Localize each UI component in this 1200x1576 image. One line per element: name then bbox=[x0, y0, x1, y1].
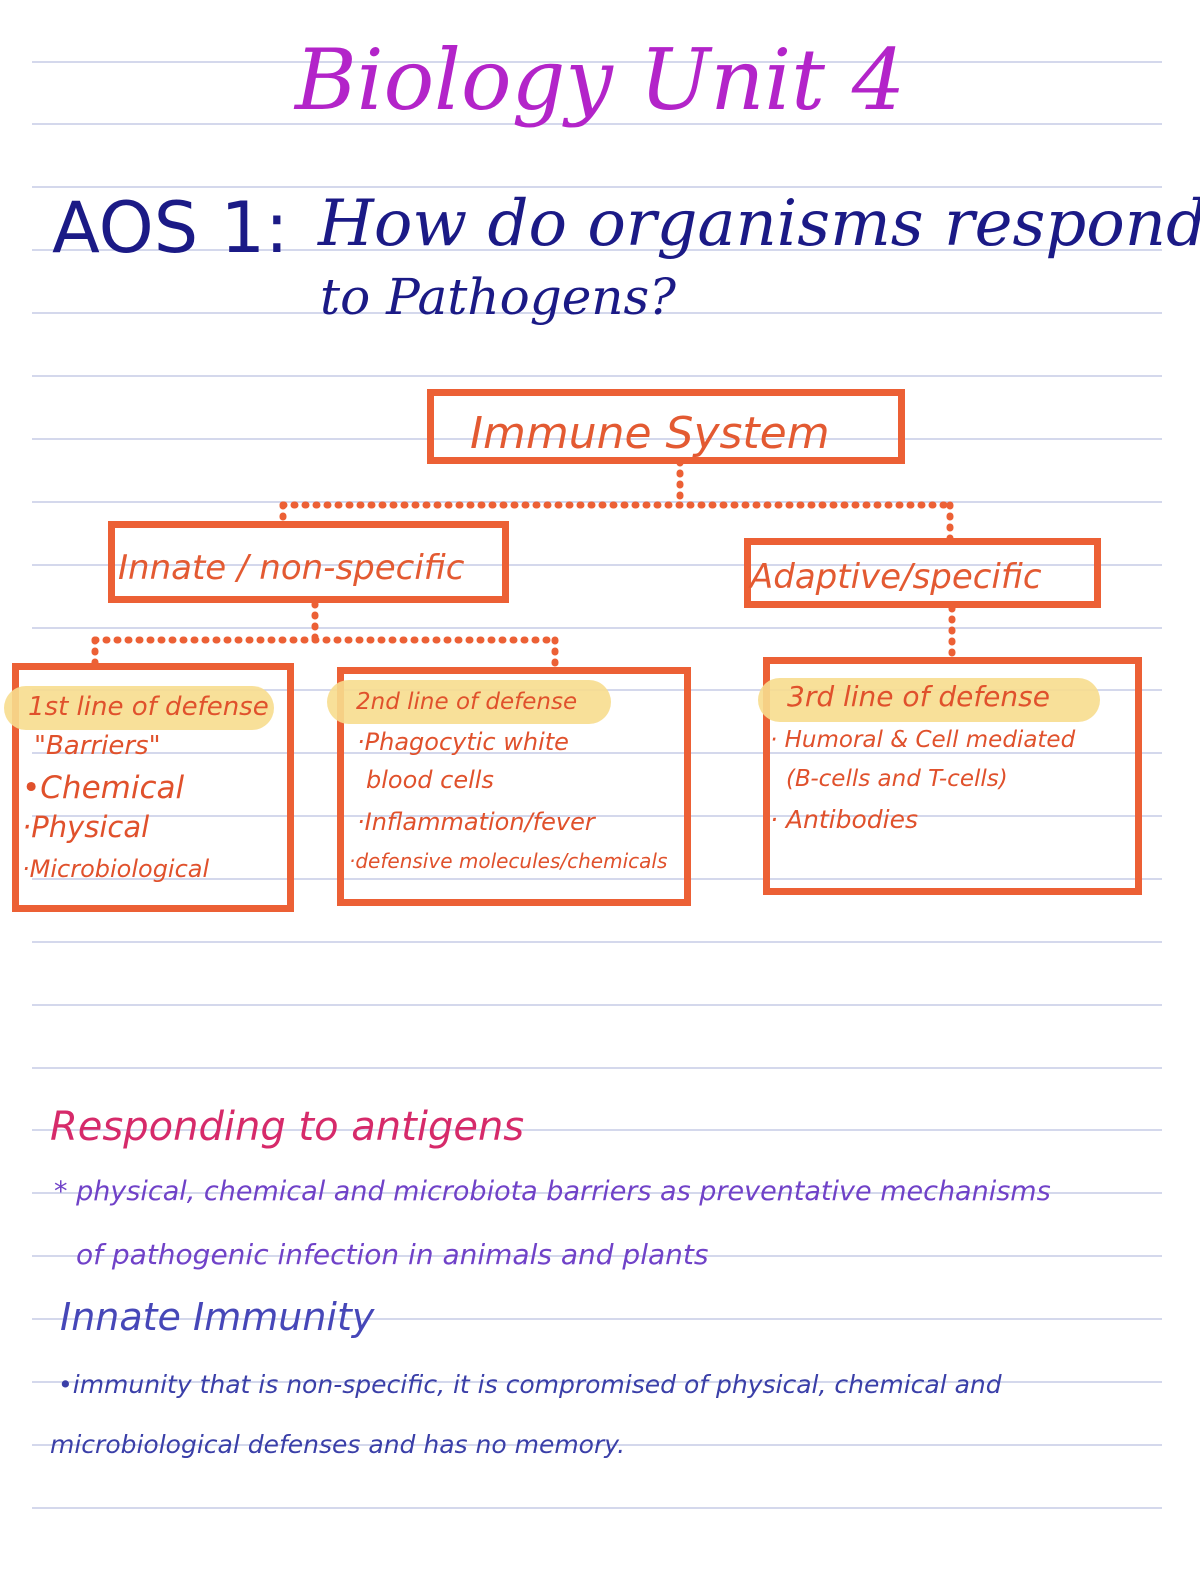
immune-system-box bbox=[427, 389, 905, 464]
second-line-box bbox=[337, 667, 691, 906]
innate-label: Innate / non-specific bbox=[118, 548, 465, 588]
first-line-item: •Chemical bbox=[22, 770, 185, 806]
section-heading-innate-immunity: Innate Immunity bbox=[60, 1295, 375, 1339]
first-line-item: "Barriers" bbox=[34, 731, 161, 761]
innate-box bbox=[108, 521, 509, 603]
note-line: •immunity that is non-specific, it is co… bbox=[58, 1370, 1002, 1399]
adaptive-box bbox=[744, 538, 1101, 608]
immune-system-label: Immune System bbox=[470, 408, 830, 459]
second-line-item: blood cells bbox=[366, 766, 494, 794]
aos-question-line2: to Pathogens? bbox=[320, 268, 676, 326]
first-line-highlight bbox=[4, 686, 274, 730]
third-line-box bbox=[763, 657, 1142, 895]
page-title: Biology Unit 4 bbox=[295, 31, 906, 129]
note-line: microbiological defenses and has no memo… bbox=[50, 1430, 626, 1459]
adaptive-label: Adaptive/specific bbox=[750, 557, 1042, 597]
first-line-heading: 1st line of defense bbox=[28, 692, 269, 722]
section-heading-responding: Responding to antigens bbox=[50, 1104, 525, 1150]
aos-question-line1: How do organisms respond bbox=[318, 187, 1200, 261]
aos-label: AOS 1: bbox=[52, 187, 289, 269]
second-line-item: ·Inflammation/fever bbox=[357, 808, 595, 836]
second-line-item: ·defensive molecules/chemicals bbox=[349, 849, 668, 873]
second-line-item: ·Phagocytic white bbox=[357, 728, 569, 756]
first-line-box bbox=[12, 663, 294, 912]
first-line-item: ·Physical bbox=[22, 810, 150, 844]
third-line-highlight bbox=[758, 678, 1100, 722]
note-line: * physical, chemical and microbiota barr… bbox=[54, 1176, 1051, 1207]
first-line-item: ·Microbiological bbox=[22, 855, 210, 883]
third-line-item: · Humoral & Cell mediated bbox=[770, 727, 1076, 753]
third-line-item: · Antibodies bbox=[770, 805, 918, 834]
second-line-heading: 2nd line of defense bbox=[356, 689, 578, 715]
third-line-item: (B-cells and T-cells) bbox=[786, 766, 1008, 792]
third-line-heading: 3rd line of defense bbox=[787, 680, 1050, 713]
note-line: of pathogenic infection in animals and p… bbox=[76, 1238, 709, 1271]
second-line-highlight bbox=[327, 680, 611, 724]
